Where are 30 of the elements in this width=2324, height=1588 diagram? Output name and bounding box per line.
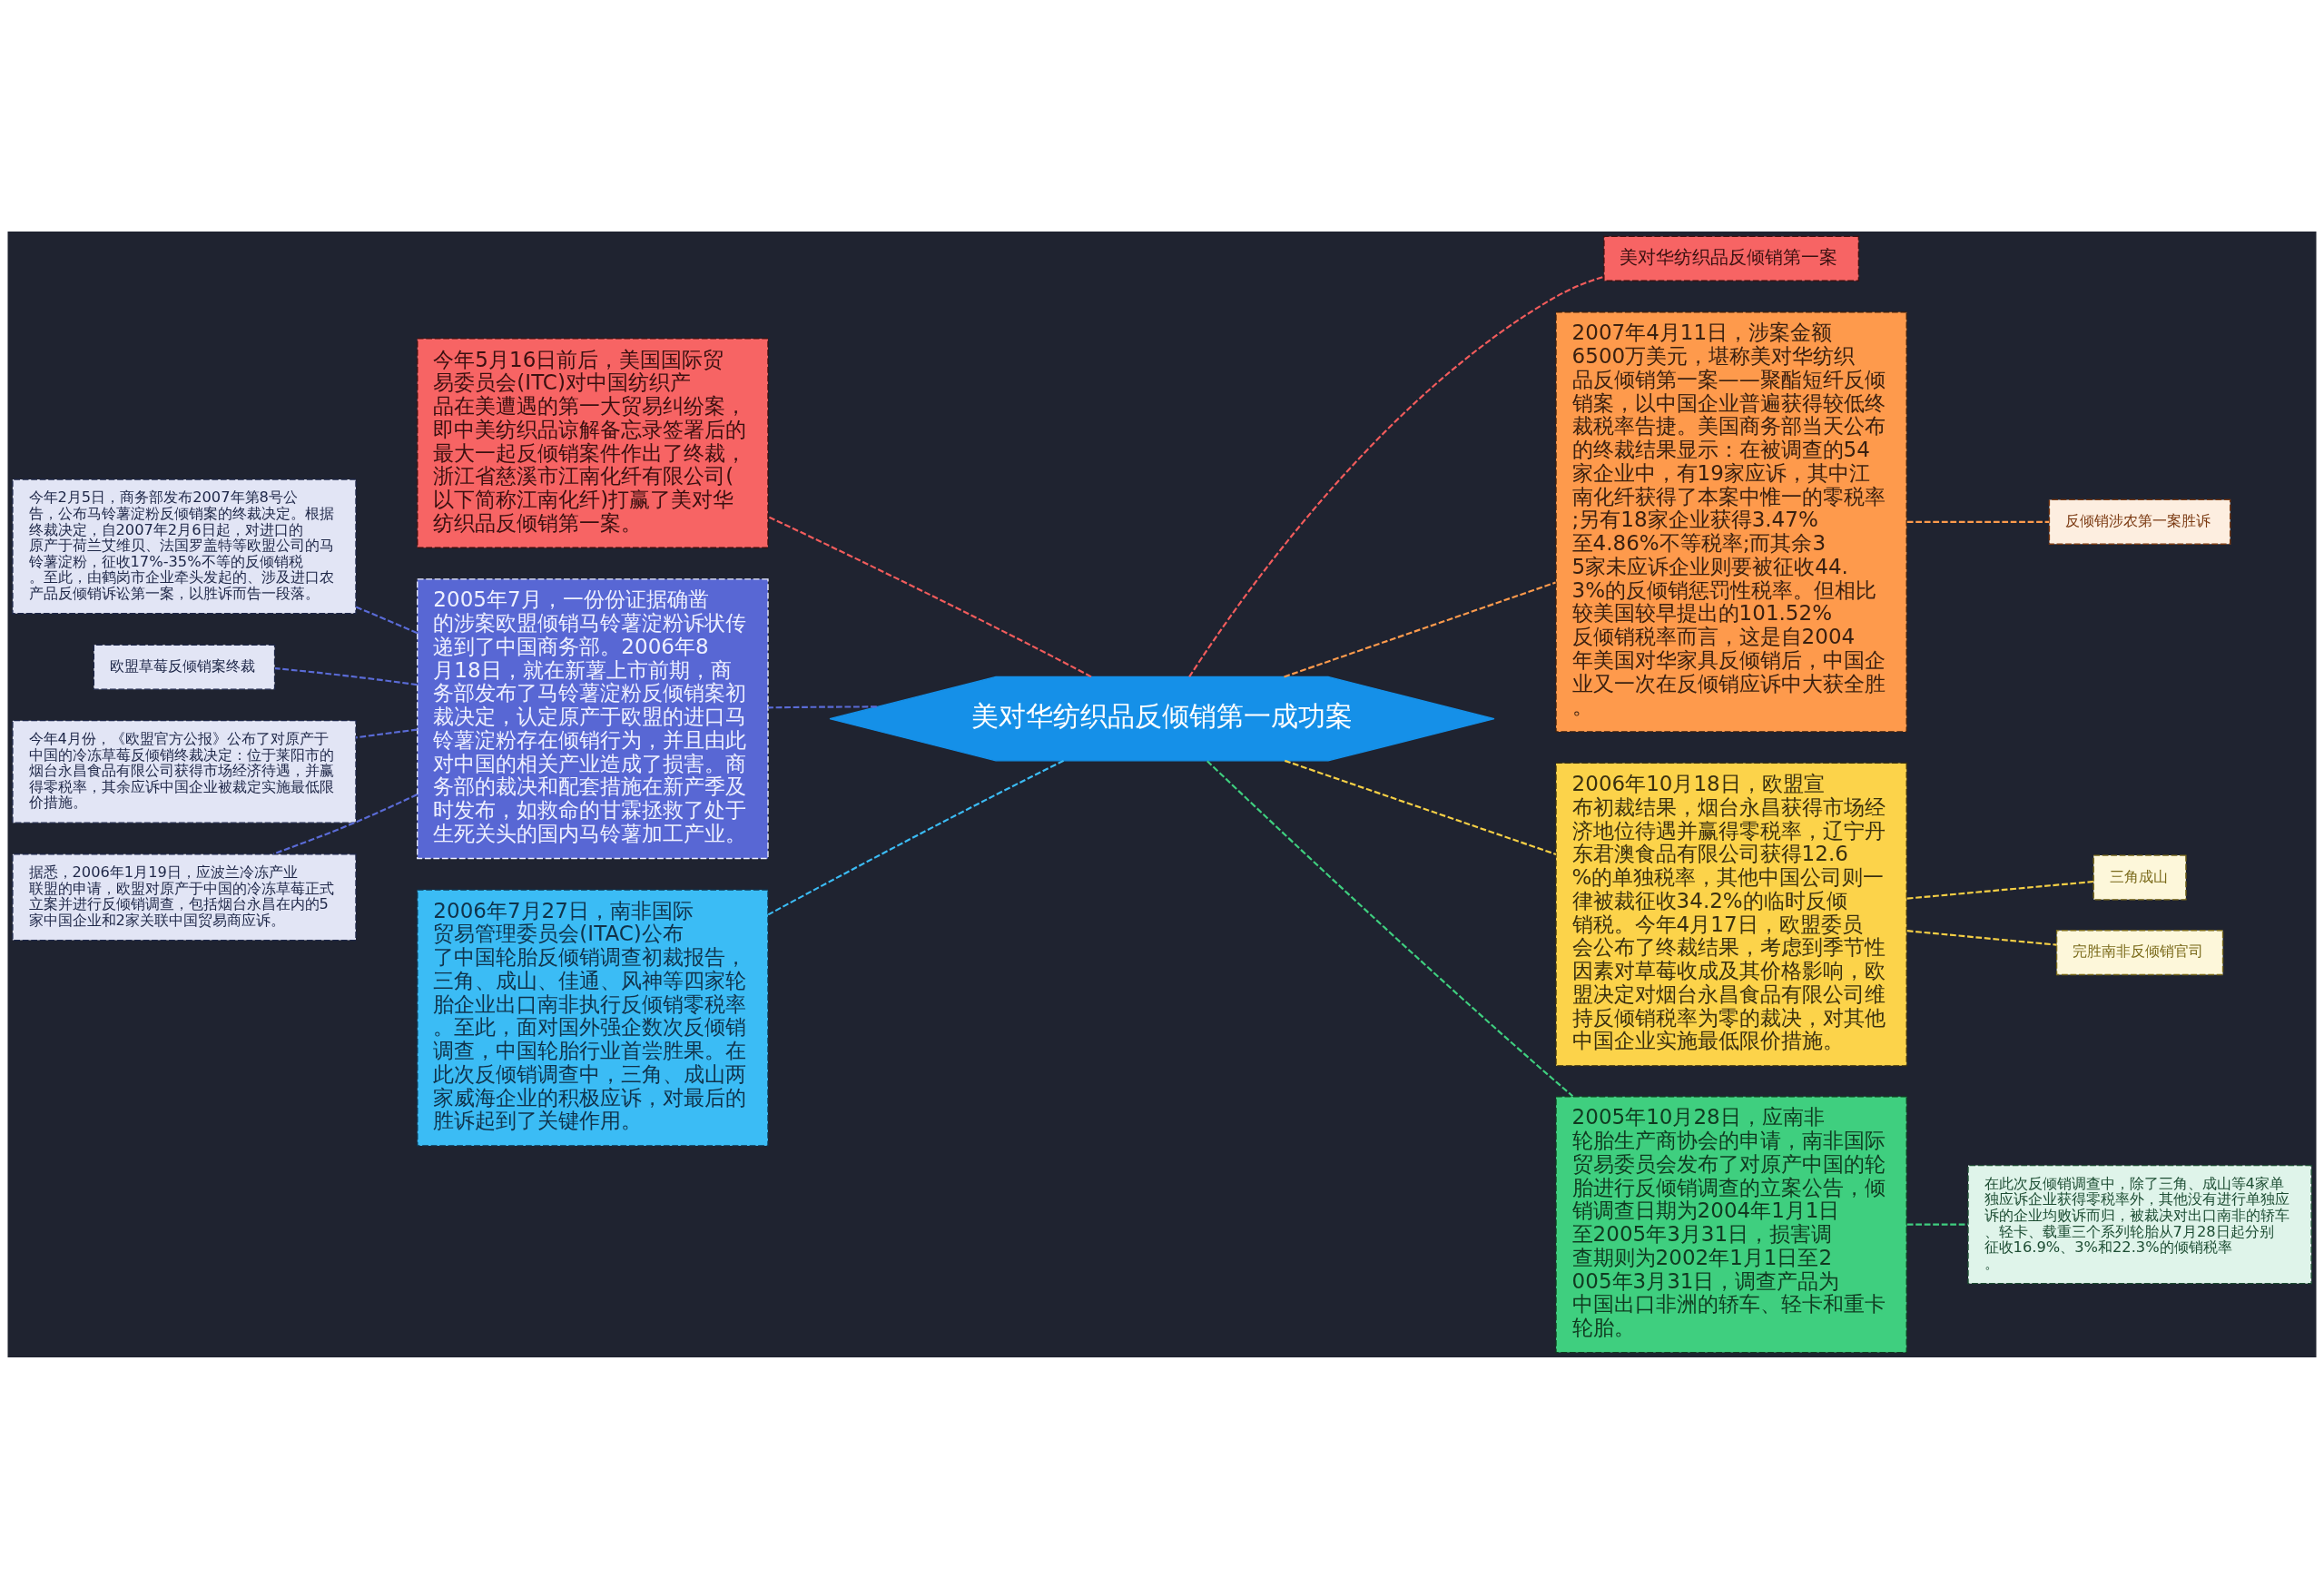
node-box: 反倾销涉农第一案胜诉 [2048,498,2231,545]
node-box: 三角成山 [2093,853,2187,901]
node-box: 2006年7月27日，南非国际贸易管理委员会(ITAC)公布了中国轮胎反倾销调查初裁报告，三角、成山、佳通、风神等四家轮胎企业出口南非执行反倾销零税率。至此，面对国外强企数次反倾销调查，中国轮胎行业首尝胜果。在此次反倾销调查中，三角、成山两家威海企业的积极应诉，对最后的胜诉起到了关键作用。 [417,888,769,1147]
connector [274,666,418,686]
node-box: 2006年10月18日，欧盟宣布初裁结果，烟台永昌获得市场经济地位待遇并赢得零税率，辽宁丹东君澳食品有限公司获得12.6%的单独税率，其他中国公司则一律被裁征收34.2%的临时反倾销税。今年4月17日，欧盟委员会公布了终裁结果，考虑到季节性因素对草莓收成及其价格影响，欧盟决定对烟台永昌食品有限公司维持反倾销税率为零的裁决，对其他中国企业实施最低限价措施。 [1555,762,1907,1066]
node-box: 今年4月份，《欧盟官方公报》公布了对原产于中国的冷冻草莓反倾销终裁决定：位于莱阳市的烟台永昌食品有限公司获得市场经济待遇，并赢得零税率，其余应诉中国企业被裁定实施最低限价措施。 [12,719,357,824]
connector [1284,581,1556,677]
connector [1906,1223,1968,1226]
node-box: 今年2月5日，商务部发布2007年第8号公告，公布马铃薯淀粉反倾销案的终裁决定。根据终裁决定，自2007年2月6日起，对进口的原产于荷兰艾维贝、法国罗盖特等欧盟公司的马铃薯淀粉，征收17%-35%不等的反倾销税。至此，由鹤岗市企业牵头发起的、涉及进口农产品反倾销诉讼第一案，以胜诉而告一段落。 [12,478,357,614]
connector [355,728,418,738]
connector [355,606,419,634]
connector [272,793,418,855]
node-box: 美对华纺织品反倾销第一案 [1603,235,1860,281]
connector [1188,275,1604,677]
node-box: 完胜南非反倾销官司 [2055,929,2224,975]
connector [768,705,877,708]
connector [1906,520,2050,523]
node-box: 2005年10月28日，应南非轮胎生产商协会的申请，南非国际贸易委员会发布了对原产中国的轮胎进行反倾销调查的立案公告，倾销调查日期为2004年1月1日至2005年3月31日，损害调查期则为2002年1月1日至2005年3月31日，调查产品为中国出口非洲的轿车、轻卡和重卡轮胎。 [1555,1095,1907,1353]
node-box: 欧盟草莓反倾销案终裁 [93,644,276,690]
connector [1906,880,2094,900]
connector [1906,929,2057,946]
connector [1284,759,1557,855]
node-box: 2007年4月11日，涉案金额6500万美元，堪称美对华纺织品反倾销第一案——聚酯短纤反倾销案，以中国企业普遍获得较低终裁税率告捷。美国商务部当天公布的终裁结果显示：在被调查的54家企业中，有19家应诉，其中江南化纤获得了本案中惟一的零税率;另有18家企业获得3.47%至4.86%不等税率;而其余35家未应诉企业则要被征收44.3%的反倾销惩罚性税率。但相比较美国较早提出的101.52%反倾销税率而言，这是自2004年美国对华家具反倾销后，中国企业又一次在反倾销应诉中大获全胜。 [1555,311,1907,733]
connector [767,759,1065,915]
connector [767,515,1092,677]
connector [1206,759,1574,1097]
node-box: 2005年7月，一份份证据确凿的涉案欧盟倾销马铃薯淀粉诉状传递到了中国商务部。2006年8月18日，就在新薯上市前期，商务部发布了马铃薯淀粉反倾销案初裁决定，认定原产于欧盟的进口马铃薯淀粉存在倾销行为，并且由此对中国的相关产业造成了损害。商务部的裁决和配套措施在新产季及时发布，如救命的甘霖拯救了处于生死关头的国内马铃薯加工产业。 [417,577,769,859]
node-box: 据悉，2006年1月19日，应波兰冷冻产业联盟的申请，欧盟对原产于中国的冷冻草莓正式立案并进行反倾销调查，包括烟台永昌在内的5家中国企业和2家关联中国贸易商应诉。 [12,853,357,941]
node-box: 今年5月16日前后，美国国际贸易委员会(ITC)对中国纺织产品在美遭遇的第一大贸易纠纷案，即中美纺织品谅解备忘录签署后的最大一起反倾销案件作出了终裁，浙江省慈溪市江南化纤有限公司(以下简称江南化纤)打赢了美对华纺织品反倾销第一案。 [417,337,769,548]
node-box: 在此次反倾销调查中，除了三角、成山等4家单独应诉企业获得零税率外，其他没有进行单独应诉的企业均败诉而归，被裁决对出口南非的轿车、轻卡、载重三个系列轮胎从7月28日起分别征收16.9%、3%和22.3%的倾销税率。 [1967,1164,2312,1284]
